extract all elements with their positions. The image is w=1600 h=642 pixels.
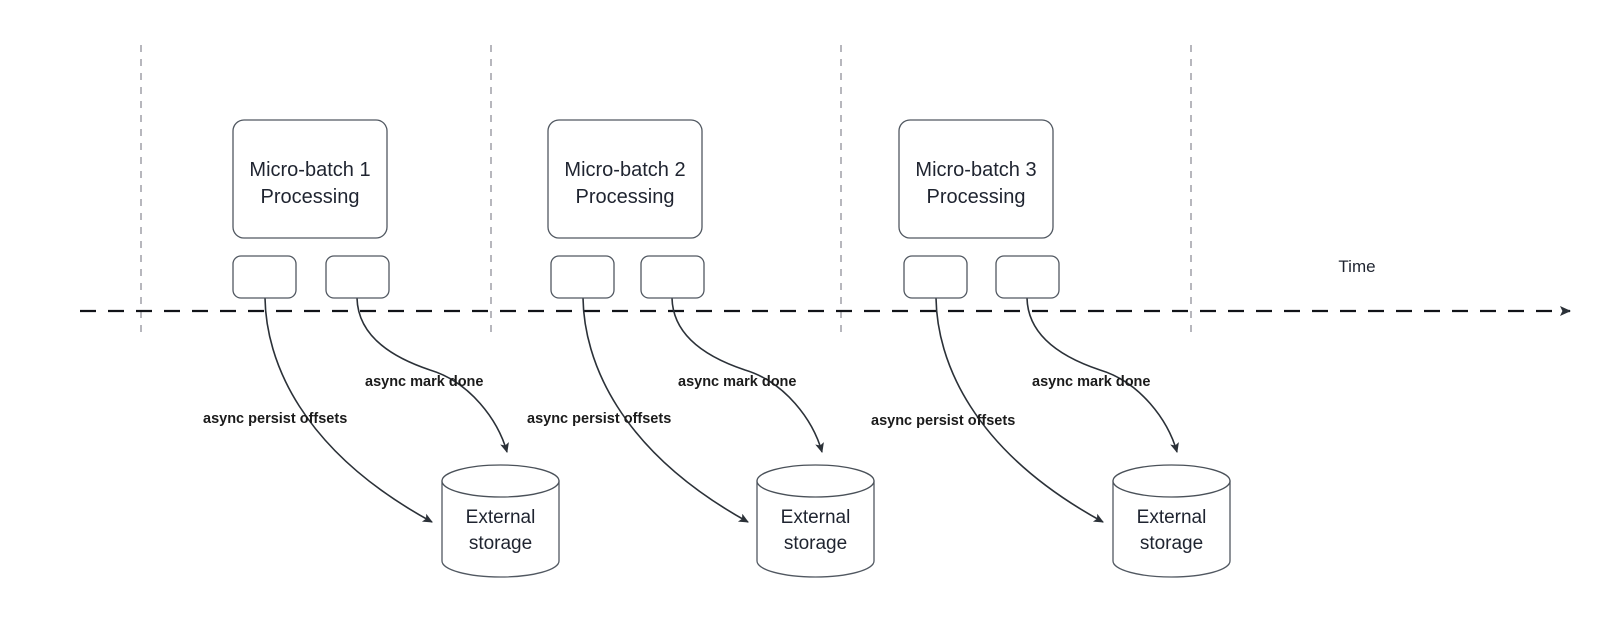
async-mark-done-3-path bbox=[1026, 297, 1179, 453]
group-3-cylinder-body bbox=[1112, 480, 1231, 578]
group-2-external-storage[interactable]: External storage bbox=[756, 464, 875, 578]
task-box-markdone-1[interactable] bbox=[325, 255, 390, 299]
async-mark-done-1-label: async mark done bbox=[365, 374, 483, 390]
async-mark-done-1[interactable]: async mark done bbox=[356, 297, 509, 453]
group-2-cylinder-top bbox=[756, 464, 875, 498]
micro-batch-groups: async persist offsets async mark done Micr… bbox=[203, 119, 1231, 578]
batch-boundary-ticks bbox=[140, 45, 1192, 338]
group-3-external-storage[interactable]: External storage bbox=[1112, 464, 1231, 578]
group-2-processing-label-line2: Processing bbox=[576, 186, 675, 208]
group-1-processing-label-line1: Micro-batch 1 bbox=[249, 159, 370, 181]
group-3-processing-rect bbox=[898, 119, 1054, 239]
task-box-offsets-1[interactable] bbox=[232, 255, 297, 299]
group-2-storage-label-line1: External bbox=[781, 507, 851, 528]
group-2: async persist offsets async mark done Micr… bbox=[527, 119, 875, 578]
group-1-processing-box[interactable]: Micro-batch 1 Processing bbox=[232, 119, 388, 239]
group-3-storage-label-line2: storage bbox=[1140, 533, 1203, 554]
group-1-storage-label-line1: External bbox=[466, 507, 536, 528]
task-box-markdone-3[interactable] bbox=[995, 255, 1060, 299]
group-2-cylinder-body bbox=[756, 480, 875, 578]
async-mark-done-3-label: async mark done bbox=[1032, 374, 1150, 390]
async-mark-done-2-label: async mark done bbox=[678, 374, 796, 390]
time-axis-label: Time bbox=[1338, 257, 1375, 276]
group-3-processing-box[interactable]: Micro-batch 3 Processing bbox=[898, 119, 1054, 239]
async-mark-done-3[interactable]: async mark done bbox=[1026, 297, 1179, 453]
async-persist-offsets-2[interactable]: async persist offsets bbox=[527, 297, 749, 523]
time-axis: Time bbox=[80, 257, 1571, 316]
async-mark-done-2-path bbox=[671, 297, 824, 453]
async-mark-done-2[interactable]: async mark done bbox=[671, 297, 824, 453]
group-3-storage-label-line1: External bbox=[1137, 507, 1207, 528]
group-3-cylinder-top bbox=[1112, 464, 1231, 498]
async-persist-offsets-2-label: async persist offsets bbox=[527, 411, 671, 427]
async-persist-offsets-1-label: async persist offsets bbox=[203, 411, 347, 427]
task-box-markdone-2[interactable] bbox=[640, 255, 705, 299]
group-2-processing-rect bbox=[547, 119, 703, 239]
group-3-processing-label-line1: Micro-batch 3 bbox=[915, 159, 1036, 181]
group-1-cylinder-top bbox=[441, 464, 560, 498]
group-1: async persist offsets async mark done Micr… bbox=[203, 119, 560, 578]
group-1-processing-label-line2: Processing bbox=[261, 186, 360, 208]
group-3-processing-label-line2: Processing bbox=[927, 186, 1026, 208]
group-1-processing-rect bbox=[232, 119, 388, 239]
group-2-processing-box[interactable]: Micro-batch 2 Processing bbox=[547, 119, 703, 239]
task-box-offsets-2[interactable] bbox=[550, 255, 615, 299]
group-1-cylinder-body bbox=[441, 480, 560, 578]
group-1-external-storage[interactable]: External storage bbox=[441, 464, 560, 578]
async-persist-offsets-3-label: async persist offsets bbox=[871, 413, 1015, 429]
group-3: async persist offsets async mark done Micr… bbox=[871, 119, 1231, 578]
async-mark-done-1-path bbox=[356, 297, 509, 453]
async-persist-offsets-1-path bbox=[264, 297, 433, 523]
async-persist-offsets-3-path bbox=[935, 297, 1104, 523]
async-persist-offsets-1[interactable]: async persist offsets bbox=[203, 297, 433, 523]
group-2-processing-label-line1: Micro-batch 2 bbox=[564, 159, 685, 181]
group-2-storage-label-line2: storage bbox=[784, 533, 847, 554]
async-persist-offsets-2-path bbox=[582, 297, 749, 523]
task-box-offsets-3[interactable] bbox=[903, 255, 968, 299]
group-1-storage-label-line2: storage bbox=[469, 533, 532, 554]
async-persist-offsets-3[interactable]: async persist offsets bbox=[871, 297, 1104, 523]
